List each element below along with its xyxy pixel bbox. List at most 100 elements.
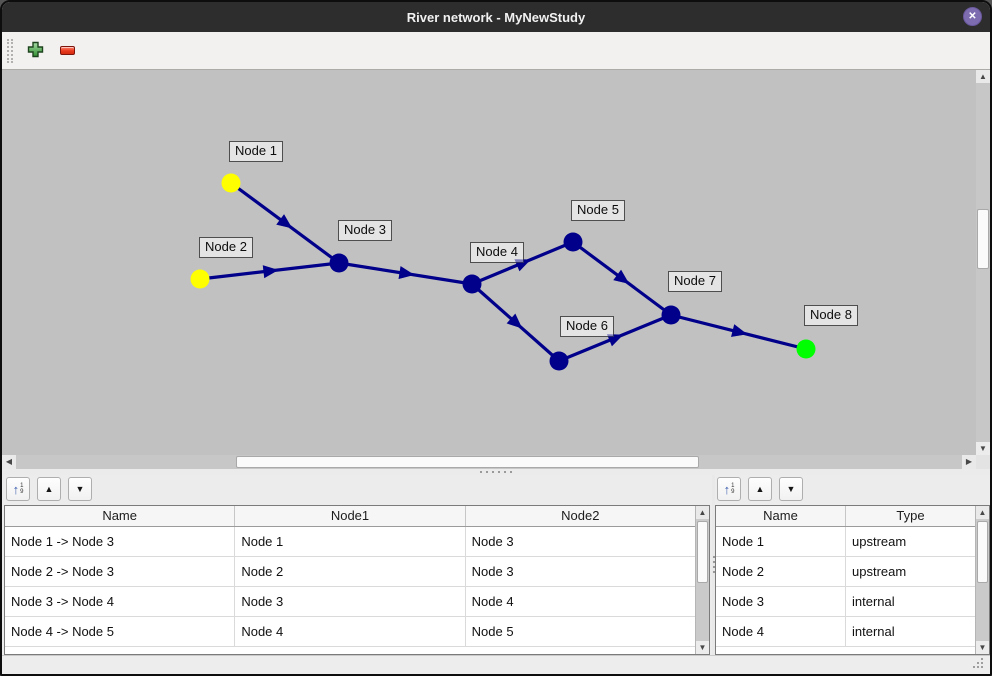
vscroll-thumb[interactable] xyxy=(977,209,989,269)
node-label[interactable]: Node 2 xyxy=(199,237,253,258)
move-node-down-button[interactable]: ▼ xyxy=(779,477,803,501)
node-label[interactable]: Node 3 xyxy=(338,220,392,241)
branches-table-vscrollbar[interactable]: ▲ ▼ xyxy=(695,506,709,654)
table-cell: Node 3 xyxy=(716,587,846,616)
network-canvas[interactable]: Node 1 Node 2 Node 3 Node 4 Node 5 Node 6 Node… xyxy=(2,70,976,455)
node-label[interactable]: Node 4 xyxy=(470,242,524,263)
branch-arrow-icon xyxy=(606,334,624,347)
branch-arrow-icon xyxy=(506,313,523,329)
network-node[interactable] xyxy=(549,351,569,371)
node-label[interactable]: Node 8 xyxy=(804,305,858,326)
scroll-right-icon: ▶ xyxy=(965,457,973,466)
table-cell: upstream xyxy=(852,534,907,549)
network-node[interactable] xyxy=(563,232,583,252)
move-up-icon: ▲ xyxy=(44,483,54,494)
scroll-down-button[interactable]: ▼ xyxy=(696,641,709,654)
nodes-table-vscrollbar[interactable]: ▲ ▼ xyxy=(975,506,989,654)
resize-grip-icon[interactable] xyxy=(973,658,985,670)
network-node[interactable] xyxy=(796,339,816,359)
network-node[interactable] xyxy=(329,253,349,273)
scroll-down-icon: ▼ xyxy=(979,443,987,453)
canvas-vscrollbar[interactable]: ▲ ▼ xyxy=(976,70,990,455)
column-header[interactable]: Name xyxy=(5,506,236,526)
move-node-up-button[interactable]: ▲ xyxy=(748,477,772,501)
scroll-left-button[interactable]: ◀ xyxy=(2,455,16,469)
scroll-left-icon: ◀ xyxy=(5,457,13,466)
canvas-hscrollbar[interactable]: ◀ ▶ xyxy=(2,455,990,469)
column-header[interactable]: Node1 xyxy=(235,506,466,526)
vscroll-thumb[interactable] xyxy=(697,521,708,583)
scroll-down-button[interactable]: ▼ xyxy=(976,442,990,455)
branch-arrow-icon xyxy=(613,269,630,284)
branch-arrow-icon xyxy=(731,324,748,337)
titlebar[interactable]: River network - MyNewStudy ✕ xyxy=(2,2,990,32)
table-cell: internal xyxy=(852,594,895,609)
table-cell: Node 3 xyxy=(471,534,514,549)
remove-branch-button[interactable] xyxy=(54,37,80,65)
branch-arrow-icon xyxy=(262,265,279,279)
column-header[interactable]: Node2 xyxy=(561,508,600,523)
table-row[interactable]: Node 3 internal xyxy=(716,587,975,617)
table-cell: Node 4 xyxy=(471,594,514,609)
network-node[interactable] xyxy=(462,274,482,294)
vscroll-thumb[interactable] xyxy=(977,521,988,583)
table-cell: Node 4 -> Node 5 xyxy=(5,617,236,646)
network-graph xyxy=(190,173,816,371)
move-branch-down-button[interactable]: ▼ xyxy=(68,477,92,501)
node-label[interactable]: Node 5 xyxy=(571,200,625,221)
network-node[interactable] xyxy=(221,173,241,193)
green-plus-icon xyxy=(27,41,44,61)
table-cell: Node 4 xyxy=(716,617,846,646)
move-up-icon: ▲ xyxy=(755,483,765,494)
horizontal-splitter[interactable] xyxy=(2,469,990,475)
window-title: River network - MyNewStudy xyxy=(406,9,586,25)
table-cell: Node 1 xyxy=(235,527,466,556)
close-button[interactable]: ✕ xyxy=(963,7,982,26)
add-branch-button[interactable] xyxy=(22,37,48,65)
table-cell: Node 2 xyxy=(235,557,466,586)
node-label[interactable]: Node 1 xyxy=(229,141,283,162)
network-node[interactable] xyxy=(661,305,681,325)
move-branch-up-button[interactable]: ▲ xyxy=(37,477,61,501)
scroll-down-icon: ▼ xyxy=(698,642,707,652)
splitter-handle-icon xyxy=(712,556,715,558)
branch-arrow-icon xyxy=(398,266,415,279)
scroll-up-icon: ▲ xyxy=(978,507,987,517)
scroll-up-button[interactable]: ▲ xyxy=(976,506,989,519)
node-label[interactable]: Node 6 xyxy=(560,316,614,337)
scroll-right-button[interactable]: ▶ xyxy=(962,455,976,469)
table-row[interactable]: Node 4 internal xyxy=(716,617,975,647)
toolbar-drag-handle[interactable] xyxy=(7,38,13,63)
hscroll-thumb[interactable] xyxy=(236,456,699,468)
hscroll-track[interactable] xyxy=(16,455,962,469)
scroll-up-button[interactable]: ▲ xyxy=(976,70,990,83)
main-toolbar xyxy=(2,32,990,70)
network-node[interactable] xyxy=(190,269,210,289)
node-label[interactable]: Node 7 xyxy=(668,271,722,292)
vertical-splitter[interactable] xyxy=(712,475,715,655)
scroll-down-button[interactable]: ▼ xyxy=(976,641,989,654)
column-header[interactable]: Type xyxy=(896,508,925,523)
table-cell: Node 1 -> Node 3 xyxy=(5,527,236,556)
splitter-handle-icon xyxy=(480,471,482,473)
column-header[interactable]: Name xyxy=(716,506,846,526)
scrollbar-corner xyxy=(976,455,990,469)
scroll-up-button[interactable]: ▲ xyxy=(696,506,709,519)
table-cell: internal xyxy=(852,624,895,639)
